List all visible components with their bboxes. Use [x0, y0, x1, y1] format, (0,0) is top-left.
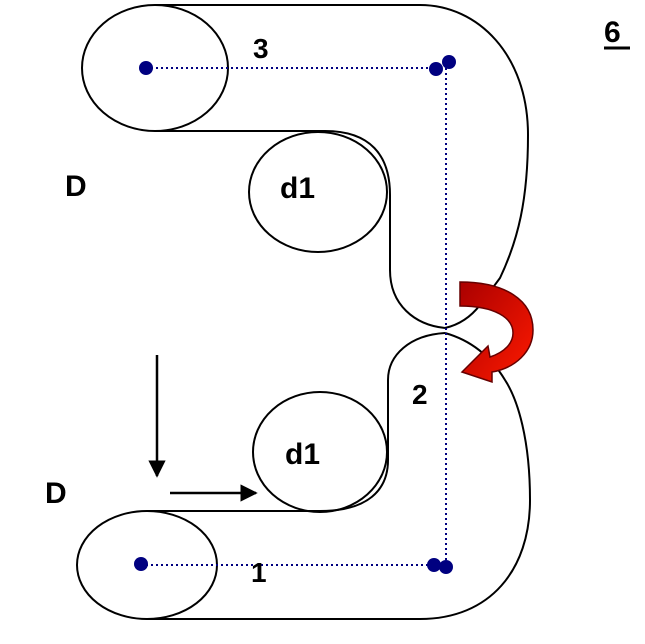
label-small-pulley-bottom: d1: [285, 438, 320, 471]
belt-inner-bottom: [147, 332, 446, 512]
label-small-pulley-top: d1: [280, 172, 315, 205]
small-pulley-bottom: [252, 391, 388, 513]
axis-dot-bottom-right-b: [439, 560, 453, 574]
label-large-pulley-top: D: [65, 170, 87, 203]
small-pulley-top: [248, 131, 388, 253]
page-number: 6: [604, 16, 621, 49]
label-segment-middle: 2: [412, 379, 428, 410]
axis-dot-bottom-left: [134, 557, 148, 571]
belt-outer-top: [155, 4, 530, 329]
label-segment-top: 3: [253, 33, 269, 64]
axis-dot-top-right-b: [442, 55, 456, 69]
label-segment-bottom: 1: [251, 557, 267, 588]
label-large-pulley-bottom: D: [45, 477, 67, 510]
axis-dot-top-left: [139, 61, 153, 75]
belt-inner-top: [155, 130, 446, 329]
axis-dot-top-right-a: [429, 62, 443, 76]
curved-red-arrow-icon: [459, 281, 534, 384]
axis-dot-bottom-right-a: [427, 558, 441, 572]
